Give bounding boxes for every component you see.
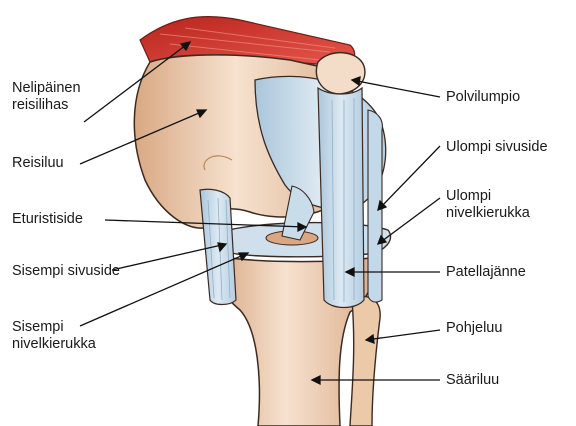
label-quadriceps-line1: Nelipäinen: [12, 80, 81, 97]
label-acl: Eturistiside: [12, 211, 83, 228]
patellar-tendon: [318, 88, 364, 308]
label-femur-text: Reisiluu: [12, 155, 64, 172]
label-quadriceps: Nelipäinen reisilihas: [12, 80, 81, 114]
label-medial-meniscus-line2: nivelkierukka: [12, 336, 96, 353]
label-mcl-text: Sisempi sivuside: [12, 263, 120, 280]
label-lcl: Ulompi sivuside: [446, 139, 548, 156]
label-patella: Polvilumpio: [446, 89, 520, 106]
label-patellar-tendon-text: Patellajänne: [446, 264, 526, 281]
label-lateral-meniscus-line2: nivelkierukka: [446, 205, 530, 222]
label-fibula-text: Pohjeluu: [446, 320, 502, 337]
label-femur: Reisiluu: [12, 155, 64, 172]
label-acl-text: Eturistiside: [12, 211, 83, 228]
label-lateral-meniscus: Ulompi nivelkierukka: [446, 188, 530, 222]
patella-bone: [316, 53, 364, 94]
fibula-bone: [350, 297, 380, 426]
label-patella-text: Polvilumpio: [446, 89, 520, 106]
label-mcl: Sisempi sivuside: [12, 263, 120, 280]
label-quadriceps-line2: reisilihas: [12, 97, 81, 114]
label-lcl-text: Ulompi sivuside: [446, 139, 548, 156]
label-tibia: Sääriluu: [446, 372, 499, 389]
label-tibia-text: Sääriluu: [446, 372, 499, 389]
label-lateral-meniscus-line1: Ulompi: [446, 188, 530, 205]
label-fibula: Pohjeluu: [446, 320, 502, 337]
label-medial-meniscus-line1: Sisempi: [12, 319, 96, 336]
label-medial-meniscus: Sisempi nivelkierukka: [12, 319, 96, 353]
label-patellar-tendon: Patellajänne: [446, 264, 526, 281]
